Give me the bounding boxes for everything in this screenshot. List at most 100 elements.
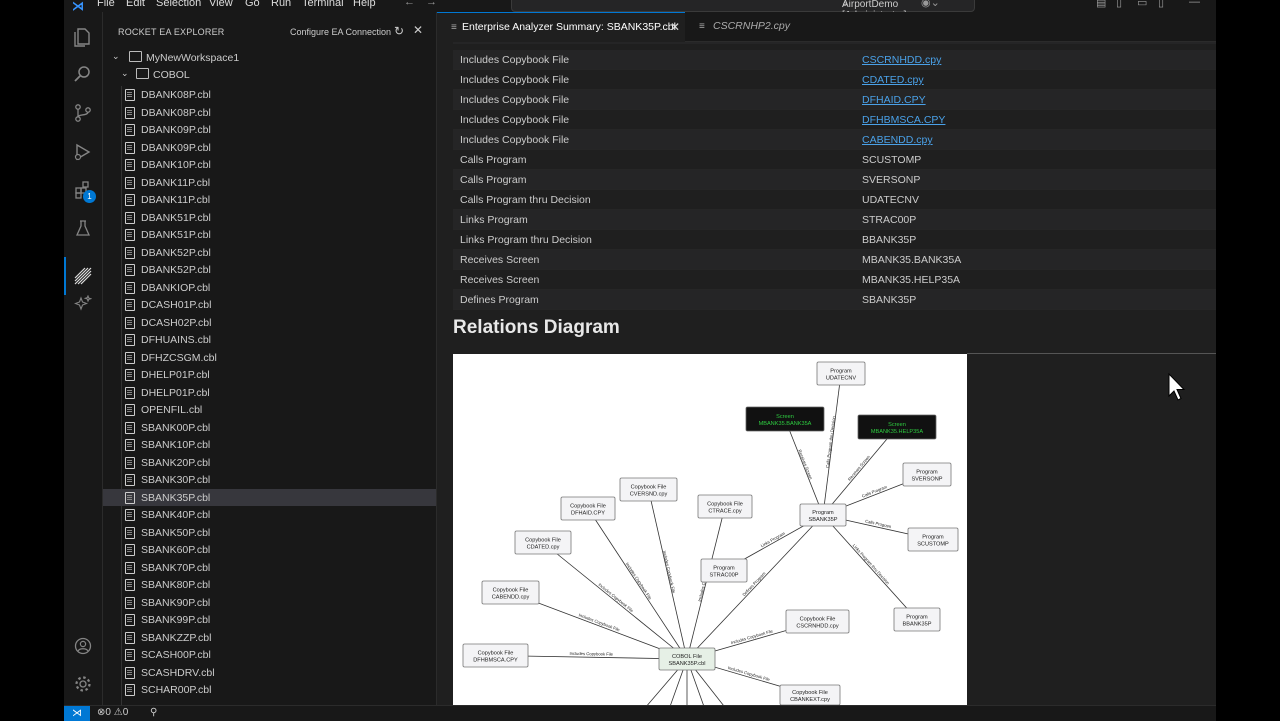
file-item[interactable]: DFHUAINS.cbl [103, 331, 436, 349]
file-item[interactable]: DBANK08P.cbl [103, 104, 436, 122]
close-icon[interactable]: ✕ [413, 23, 423, 37]
relation-target-link[interactable]: CSCRNHDD.cpy [862, 54, 941, 66]
problems-indicator[interactable]: ⊗0 ⚠0 [97, 707, 128, 718]
command-center-search[interactable]: ⌕ AirportDemo [Administrator] [511, 0, 975, 12]
configure-ea-connection-button[interactable]: Configure EA Connection [290, 27, 391, 37]
search-icon[interactable] [73, 65, 93, 85]
ports-icon[interactable]: ⚲ [150, 707, 157, 718]
diagram-node[interactable]: ProgramSBANK35P [800, 504, 846, 526]
toggle-sidebar-icon[interactable]: ▯ [1116, 0, 1122, 9]
source-control-icon[interactable] [73, 103, 93, 123]
relation-target-link[interactable]: DFHBMSCA.CPY [862, 114, 945, 126]
relations-diagram[interactable]: Calls Program thru DecisionReceives Scre… [453, 354, 967, 705]
diagram-node[interactable]: Copybook FileCVERSND.cpy [620, 478, 677, 501]
file-item[interactable]: SCASH00P.cbl [103, 646, 436, 664]
file-item[interactable]: SBANK99P.cbl [103, 611, 436, 629]
diagram-node-center[interactable]: COBOL FileSBANK35P.cbl [659, 648, 715, 670]
testing-flask-icon[interactable] [73, 219, 93, 239]
refresh-icon[interactable]: ↻ [394, 24, 404, 38]
settings-gear-icon[interactable] [73, 675, 93, 695]
edge-label: Includes Copybook File [662, 550, 677, 594]
toggle-panel-icon[interactable]: ▭ [1137, 0, 1147, 9]
file-item[interactable]: OPENFIL.cbl [103, 401, 436, 419]
relation-target-link[interactable]: DFHAID.CPY [862, 94, 926, 106]
table-row: Includes Copybook FileDFHBMSCA.CPY [453, 110, 1216, 130]
diagram-node[interactable]: ScreenMBANK35.HELP35A [858, 415, 936, 439]
file-item[interactable]: SBANK40P.cbl [103, 506, 436, 524]
file-item[interactable]: SBANKZZP.cbl [103, 629, 436, 647]
file-item[interactable]: SBANK20P.cbl [103, 454, 436, 472]
file-item[interactable]: DBANK52P.cbl [103, 261, 436, 279]
forward-arrow-icon[interactable]: → [426, 0, 437, 8]
menu-file[interactable]: File [97, 0, 115, 9]
sparkle-icon[interactable] [73, 295, 93, 315]
file-item[interactable]: SCHAR00P.cbl [103, 681, 436, 699]
copilot-icon[interactable]: ◉⌄ [921, 0, 940, 9]
file-item[interactable]: SBANK70P.cbl [103, 559, 436, 577]
menu-go[interactable]: Go [245, 0, 260, 9]
menu-selection[interactable]: Selection [156, 0, 201, 9]
file-item[interactable]: DFHZCSGM.cbl [103, 349, 436, 367]
node-name: MBANK35.HELP35A [871, 429, 924, 435]
minimize-icon[interactable]: — [1189, 0, 1200, 8]
workspace-row[interactable]: ⌄ MyNewWorkspace1 [103, 50, 436, 67]
file-item[interactable]: DHELP01P.cbl [103, 384, 436, 402]
file-item[interactable]: DBANK10P.cbl [103, 156, 436, 174]
diagram-node[interactable]: Copybook FileCSCRNHDD.cpy [786, 610, 849, 633]
diagram-node[interactable]: Copybook FileCABENDD.cpy [482, 581, 539, 604]
relation-target-link[interactable]: CDATED.cpy [862, 74, 924, 86]
file-item[interactable]: DHELP01P.cbl [103, 366, 436, 384]
diagram-node[interactable]: Copybook FileDFHAID.CPY [561, 497, 615, 520]
tab-cscrnhp2[interactable]: ≡ CSCRNHP2.cpy [687, 12, 837, 41]
file-item[interactable]: DBANK11P.cbl [103, 174, 436, 192]
node-type: Copybook File [478, 651, 514, 657]
diagram-node[interactable]: ProgramUDATECNV [817, 362, 865, 385]
menu-view[interactable]: View [209, 0, 233, 9]
file-item[interactable]: SBANK30P.cbl [103, 471, 436, 489]
file-icon [125, 229, 135, 241]
file-item[interactable]: DBANK11P.cbl [103, 191, 436, 209]
folder-row[interactable]: ⌄ COBOL [103, 67, 436, 84]
diagram-node[interactable]: Copybook FileDFHBMSCA.CPY [463, 644, 528, 667]
diagram-node[interactable]: ProgramSTRAC00P [701, 559, 747, 582]
file-item[interactable]: SBANK50P.cbl [103, 524, 436, 542]
account-icon[interactable] [73, 637, 93, 657]
file-item[interactable]: DBANK09P.cbl [103, 139, 436, 157]
remote-indicator-icon[interactable]: ⋊ [64, 706, 90, 721]
rocket-ea-explorer-icon[interactable] [73, 266, 93, 286]
menu-edit[interactable]: Edit [126, 0, 145, 9]
file-item[interactable]: DBANK08P.cbl [103, 86, 436, 104]
file-item[interactable]: DCASH01P.cbl [103, 296, 436, 314]
file-item[interactable]: SCASHDRV.cbl [103, 664, 436, 682]
menu-help[interactable]: Help [353, 0, 376, 9]
file-item[interactable]: SBANK80P.cbl [103, 576, 436, 594]
tab-ea-summary[interactable]: ≡ Enterprise Analyzer Summary: SBANK35P.… [437, 12, 685, 42]
menu-run[interactable]: Run [271, 0, 291, 9]
run-debug-icon[interactable] [73, 142, 93, 162]
back-arrow-icon[interactable]: ← [404, 0, 415, 8]
explorer-icon[interactable] [73, 27, 93, 47]
diagram-node[interactable]: ProgramBBANK35P [894, 608, 940, 631]
diagram-node[interactable]: Copybook FileCTRACE.cpy [698, 495, 752, 518]
diagram-node[interactable]: ProgramSCUSTOMP [908, 528, 958, 551]
file-item[interactable]: DBANK51P.cbl [103, 226, 436, 244]
file-item[interactable]: DBANK52P.cbl [103, 244, 436, 262]
diagram-node[interactable]: ProgramSVERSONP [903, 463, 951, 486]
relation-target-link[interactable]: CABENDD.cpy [862, 134, 933, 146]
toggle-secondary-sidebar-icon[interactable]: ▯ [1158, 0, 1164, 9]
file-item[interactable]: SBANK35P.cbl [103, 489, 436, 507]
file-item[interactable]: SBANK10P.cbl [103, 436, 436, 454]
menu-terminal[interactable]: Terminal [302, 0, 344, 9]
file-item[interactable]: DBANKIOP.cbl [103, 279, 436, 297]
file-item[interactable]: DBANK09P.cbl [103, 121, 436, 139]
close-tab-icon[interactable]: ✕ [670, 13, 680, 42]
diagram-node[interactable]: ScreenMBANK35.BANK35A [746, 407, 824, 431]
file-item[interactable]: SBANK90P.cbl [103, 594, 436, 612]
file-item[interactable]: SBANK00P.cbl [103, 419, 436, 437]
customize-layout-icon[interactable]: ▤ [1096, 0, 1106, 9]
diagram-node[interactable]: Copybook FileCDATED.cpy [515, 531, 571, 554]
file-item[interactable]: SBANK60P.cbl [103, 541, 436, 559]
file-item[interactable]: DCASH02P.cbl [103, 314, 436, 332]
file-item[interactable]: DBANK51P.cbl [103, 209, 436, 227]
diagram-node[interactable]: Copybook FileCBANKEXT.cpy [780, 685, 840, 705]
